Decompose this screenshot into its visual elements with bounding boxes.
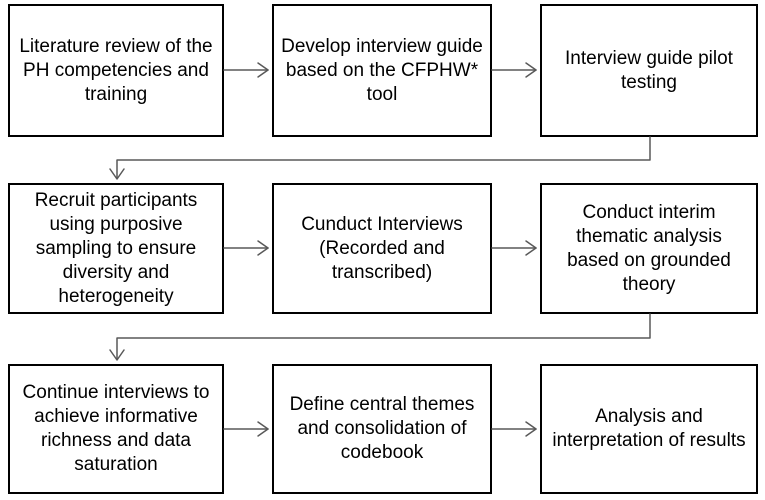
step-interim-analysis: Conduct interim thematic analysis based … [540, 183, 758, 314]
step-analysis-interpretation: Analysis and interpretation of results [540, 364, 758, 494]
step-pilot-testing-label: Interview guide pilot testing [565, 47, 733, 93]
arrow-continue-to-define [223, 421, 269, 437]
arrow-pilot-to-recruit [109, 136, 651, 180]
step-continue-interviews: Continue interviews to achieve informati… [8, 364, 224, 494]
arrow-interviews-to-analysis [491, 240, 537, 256]
arrow-analysis-to-continue [109, 313, 651, 361]
step-define-themes-label: Define central themes and consolidation … [289, 394, 475, 463]
step-literature-review: Literature review of the PH competencies… [8, 4, 224, 137]
step-conduct-interviews: Cunduct Interviews (Recorded and transcr… [272, 183, 492, 314]
step-pilot-testing: Interview guide pilot testing [540, 4, 758, 137]
step-define-themes: Define central themes and consolidation … [272, 364, 492, 494]
arrow-recruit-to-interviews [223, 240, 269, 256]
step-recruit-participants-label: Recruit participants using purposive sam… [34, 189, 198, 307]
step-analysis-interpretation-label: Analysis and interpretation of results [552, 406, 746, 451]
step-literature-review-label: Literature review of the PH competencies… [19, 35, 213, 105]
step-interim-analysis-label: Conduct interim thematic analysis based … [567, 201, 731, 295]
step-develop-guide: Develop interview guide based on the CFP… [272, 4, 492, 137]
arrow-develop-to-pilot [491, 62, 537, 78]
step-develop-guide-label: Develop interview guide based on the CFP… [281, 35, 483, 105]
step-recruit-participants: Recruit participants using purposive sam… [8, 183, 224, 314]
arrow-literature-to-develop [223, 62, 269, 78]
arrow-define-to-analysis [491, 421, 537, 437]
step-conduct-interviews-label: Cunduct Interviews (Recorded and transcr… [301, 213, 463, 283]
step-continue-interviews-label: Continue interviews to achieve informati… [22, 382, 210, 475]
